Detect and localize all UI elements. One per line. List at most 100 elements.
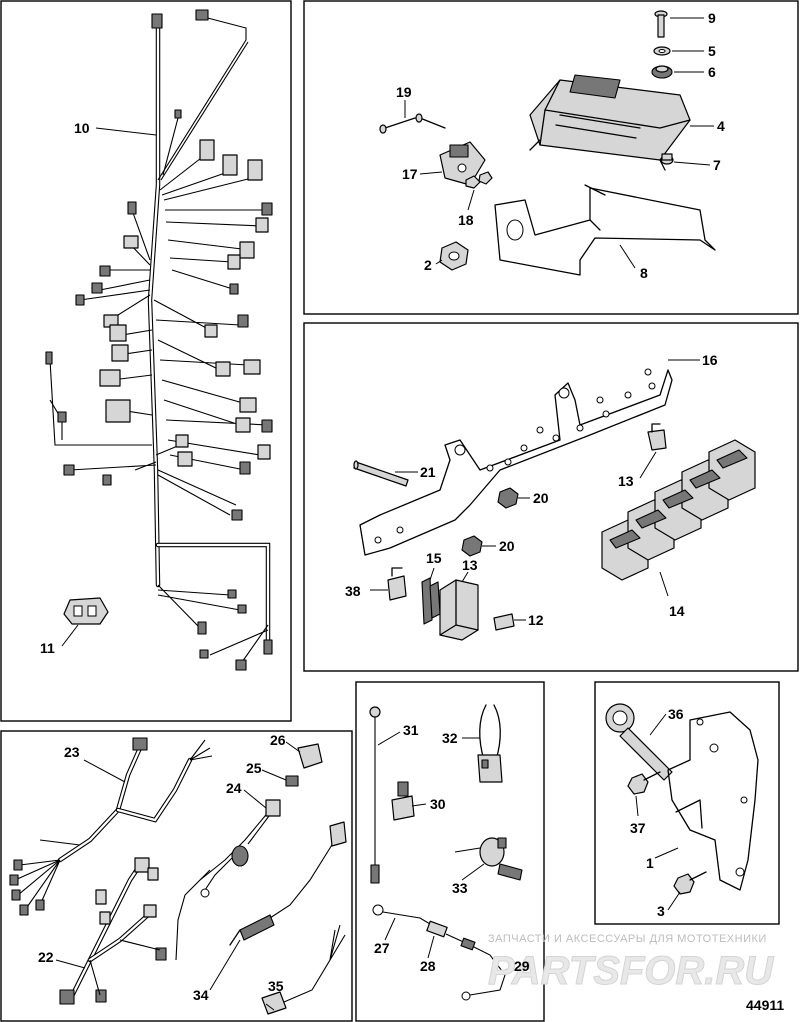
- callout-23: 23: [64, 744, 80, 760]
- clip-13-upper: [647, 423, 667, 451]
- pin-21: [353, 460, 409, 487]
- watermark: ЗАПЧАСТИ И АКСЕССУАРЫ ДЛЯ МОТОТЕХНИКИ PA…: [488, 933, 775, 994]
- panel-sub-harnesses: [0, 730, 353, 1022]
- terminal-32: [477, 704, 503, 783]
- sensor-31: [369, 706, 381, 884]
- strap-36: [605, 703, 673, 781]
- callout-20-upper: 20: [533, 490, 549, 506]
- leader-31: [377, 731, 401, 746]
- panel-sensors: [355, 681, 545, 1022]
- leader-35: [265, 1003, 275, 1011]
- callout-9: 9: [708, 10, 716, 26]
- washer-5: [653, 46, 671, 56]
- callout-33: 33: [452, 880, 468, 896]
- callout-16: 16: [702, 352, 718, 368]
- connector-26: [297, 743, 323, 769]
- leader-17: [419, 171, 443, 175]
- spacer-7: [660, 153, 674, 165]
- sensor-33: [454, 837, 523, 881]
- callout-36: 36: [668, 706, 684, 722]
- callout-24: 24: [226, 780, 242, 796]
- callout-38: 38: [345, 583, 361, 599]
- leader-25: [261, 769, 287, 781]
- callout-13-upper: 13: [618, 473, 634, 489]
- callout-3: 3: [657, 903, 665, 919]
- bolt-3: [673, 871, 707, 895]
- callout-17: 17: [402, 166, 418, 182]
- fuse-28: [426, 920, 448, 938]
- leader-1: [654, 847, 679, 859]
- callout-22: 22: [38, 949, 54, 965]
- callout-37: 37: [630, 820, 646, 836]
- sensor-17: [439, 141, 486, 186]
- panel-bracket-36: [594, 681, 780, 925]
- nut-20-upper: [497, 487, 519, 509]
- callout-10: 10: [74, 120, 90, 136]
- connector-35: [261, 924, 346, 1015]
- callout-13-lower: 13: [462, 557, 478, 573]
- terminals-15: [421, 577, 441, 625]
- harness-29: [445, 933, 506, 1001]
- panel-relay-bracket: [303, 322, 799, 672]
- callout-34: 34: [193, 987, 209, 1003]
- callout-25: 25: [246, 760, 262, 776]
- main-wiring-harness-10: [45, 9, 273, 671]
- sender-30: [391, 781, 415, 821]
- relay-bracket-16: [359, 368, 673, 556]
- callout-2: 2: [424, 257, 432, 273]
- callout-11: 11: [40, 640, 55, 656]
- leader-11: [61, 624, 79, 647]
- leader-29: [499, 967, 511, 973]
- watermark-logo: PARTSFOR.RU: [488, 949, 774, 993]
- leader-33: [461, 863, 485, 881]
- leader-8: [619, 244, 636, 269]
- leader-15: [429, 567, 435, 581]
- panel-main-harness: [0, 0, 292, 722]
- bolts-19: [379, 113, 446, 134]
- callout-8: 8: [640, 265, 648, 281]
- callout-20-lower: 20: [499, 538, 515, 554]
- callout-30: 30: [430, 796, 446, 812]
- callout-7: 7: [713, 157, 721, 173]
- leader-24: [243, 789, 267, 809]
- bracket-1: [667, 711, 759, 891]
- harness-23: [9, 737, 213, 916]
- callout-26: 26: [270, 732, 286, 748]
- harness-24: [175, 799, 281, 961]
- terminal-12: [493, 613, 515, 631]
- callout-32: 32: [442, 730, 458, 746]
- reference-number: 44911: [746, 997, 784, 1013]
- leader-22: [55, 959, 86, 969]
- bolt-37: [627, 771, 661, 795]
- callout-numbers: 10 11 9 5 6 4 7 8 19 17 18 2 16 21 20 20…: [38, 10, 725, 1003]
- callout-14: 14: [669, 603, 685, 619]
- callout-1: 1: [646, 855, 654, 871]
- nuts-18: [465, 171, 493, 189]
- callout-4: 4: [717, 118, 725, 134]
- clip-38: [387, 567, 407, 601]
- leader-37: [635, 795, 639, 817]
- callout-29: 29: [514, 958, 530, 974]
- leader-14: [659, 571, 669, 597]
- sensor-harness-34: [229, 821, 347, 946]
- leader-36: [649, 713, 667, 736]
- connector-25: [285, 775, 299, 787]
- leader-2: [435, 259, 443, 265]
- leader-26: [285, 741, 301, 753]
- leader-27: [384, 917, 396, 941]
- screw-9: [654, 10, 668, 38]
- leader-30: [411, 803, 427, 807]
- grommet-6: [651, 65, 673, 79]
- callout-35: 35: [268, 978, 284, 994]
- callout-27: 27: [374, 940, 390, 956]
- callout-31: 31: [403, 722, 419, 738]
- callout-28: 28: [420, 958, 436, 974]
- leader-23: [83, 759, 126, 783]
- connector-13-lower: [439, 579, 479, 641]
- leader-13-lower: [461, 571, 469, 583]
- bracket-8: [494, 184, 716, 276]
- callout-6: 6: [708, 64, 716, 80]
- callout-21: 21: [420, 464, 436, 480]
- ecm-module-4: [529, 74, 691, 171]
- leader-18: [467, 189, 475, 211]
